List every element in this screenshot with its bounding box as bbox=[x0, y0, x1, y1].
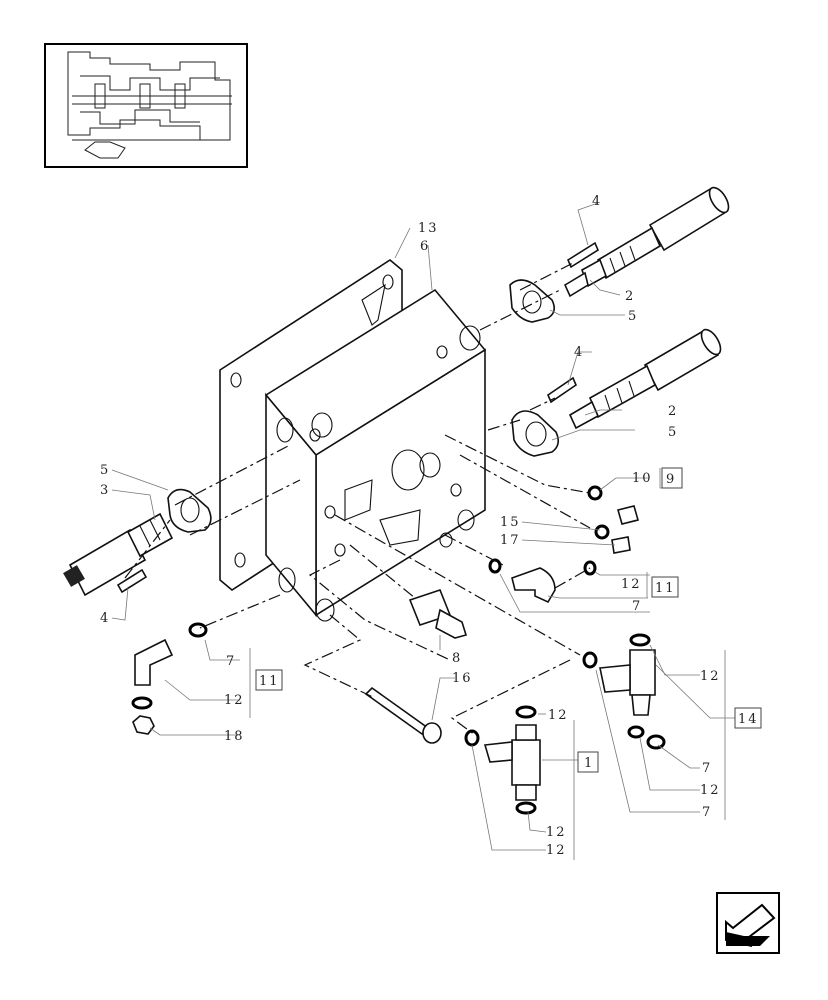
plug-15 bbox=[611, 536, 631, 554]
callout-5-middle: 5 bbox=[668, 425, 678, 440]
callout-1: 1 bbox=[584, 756, 594, 771]
callout-12-f: 12 bbox=[546, 825, 567, 840]
nut bbox=[132, 715, 155, 735]
callout-2-middle: 2 bbox=[668, 404, 678, 419]
leader-lines bbox=[111, 202, 735, 860]
callout-boxes bbox=[255, 467, 762, 773]
callout-5-left: 5 bbox=[100, 463, 110, 478]
solenoid-valve-left bbox=[63, 512, 174, 597]
callout-5-upper: 5 bbox=[628, 309, 638, 324]
callout-17: 17 bbox=[500, 533, 521, 548]
callout-4-middle: 4 bbox=[574, 345, 584, 360]
assembly-lines bbox=[124, 261, 591, 736]
callout-13: 13 bbox=[418, 221, 439, 236]
flange-middle bbox=[511, 410, 560, 457]
callout-16: 16 bbox=[452, 671, 473, 686]
callout-7-d: 7 bbox=[702, 805, 712, 820]
callout-12-b: 12 bbox=[224, 693, 245, 708]
transmission-overview-thumbnail[interactable] bbox=[44, 43, 248, 168]
callout-4-upper: 4 bbox=[592, 194, 602, 209]
elbow-fitting-right bbox=[511, 567, 556, 604]
callout-7-b: 7 bbox=[226, 654, 236, 669]
plug-10 bbox=[617, 505, 639, 525]
callout-12-d: 12 bbox=[548, 708, 569, 723]
callout-14: 14 bbox=[738, 712, 759, 727]
tee-fitting-center bbox=[483, 724, 541, 801]
long-bolt bbox=[364, 686, 442, 744]
callout-11-b: 11 bbox=[259, 674, 280, 689]
callout-7-a: 7 bbox=[632, 599, 642, 614]
bolt-left bbox=[116, 568, 148, 594]
solenoid-valve-upper bbox=[563, 186, 730, 298]
callout-10: 10 bbox=[632, 471, 653, 486]
callout-12-c: 12 bbox=[700, 669, 721, 684]
callout-11-a: 11 bbox=[655, 581, 676, 596]
callout-4-left: 4 bbox=[100, 611, 110, 626]
elbow-fitting-left bbox=[134, 638, 174, 686]
pressure-sensor bbox=[408, 589, 468, 639]
tee-fitting-right bbox=[599, 649, 656, 716]
callout-15: 15 bbox=[500, 515, 521, 530]
callout-9: 9 bbox=[666, 472, 676, 487]
callout-7-c: 7 bbox=[702, 761, 712, 776]
callout-18: 18 bbox=[224, 729, 245, 744]
callout-2-upper: 2 bbox=[625, 289, 635, 304]
callout-12-g: 12 bbox=[546, 843, 567, 858]
callout-12-a: 12 bbox=[621, 577, 642, 592]
previous-page-arrow-icon[interactable] bbox=[716, 892, 780, 954]
flange-upper bbox=[509, 279, 556, 323]
flange-left bbox=[167, 488, 212, 533]
solenoid-valve-lower bbox=[568, 328, 722, 430]
valve-body bbox=[264, 288, 487, 622]
callout-6: 6 bbox=[420, 239, 430, 254]
callout-12-e: 12 bbox=[700, 783, 721, 798]
callout-3: 3 bbox=[100, 483, 110, 498]
callout-8: 8 bbox=[452, 651, 462, 666]
bolt-middle bbox=[547, 376, 577, 404]
